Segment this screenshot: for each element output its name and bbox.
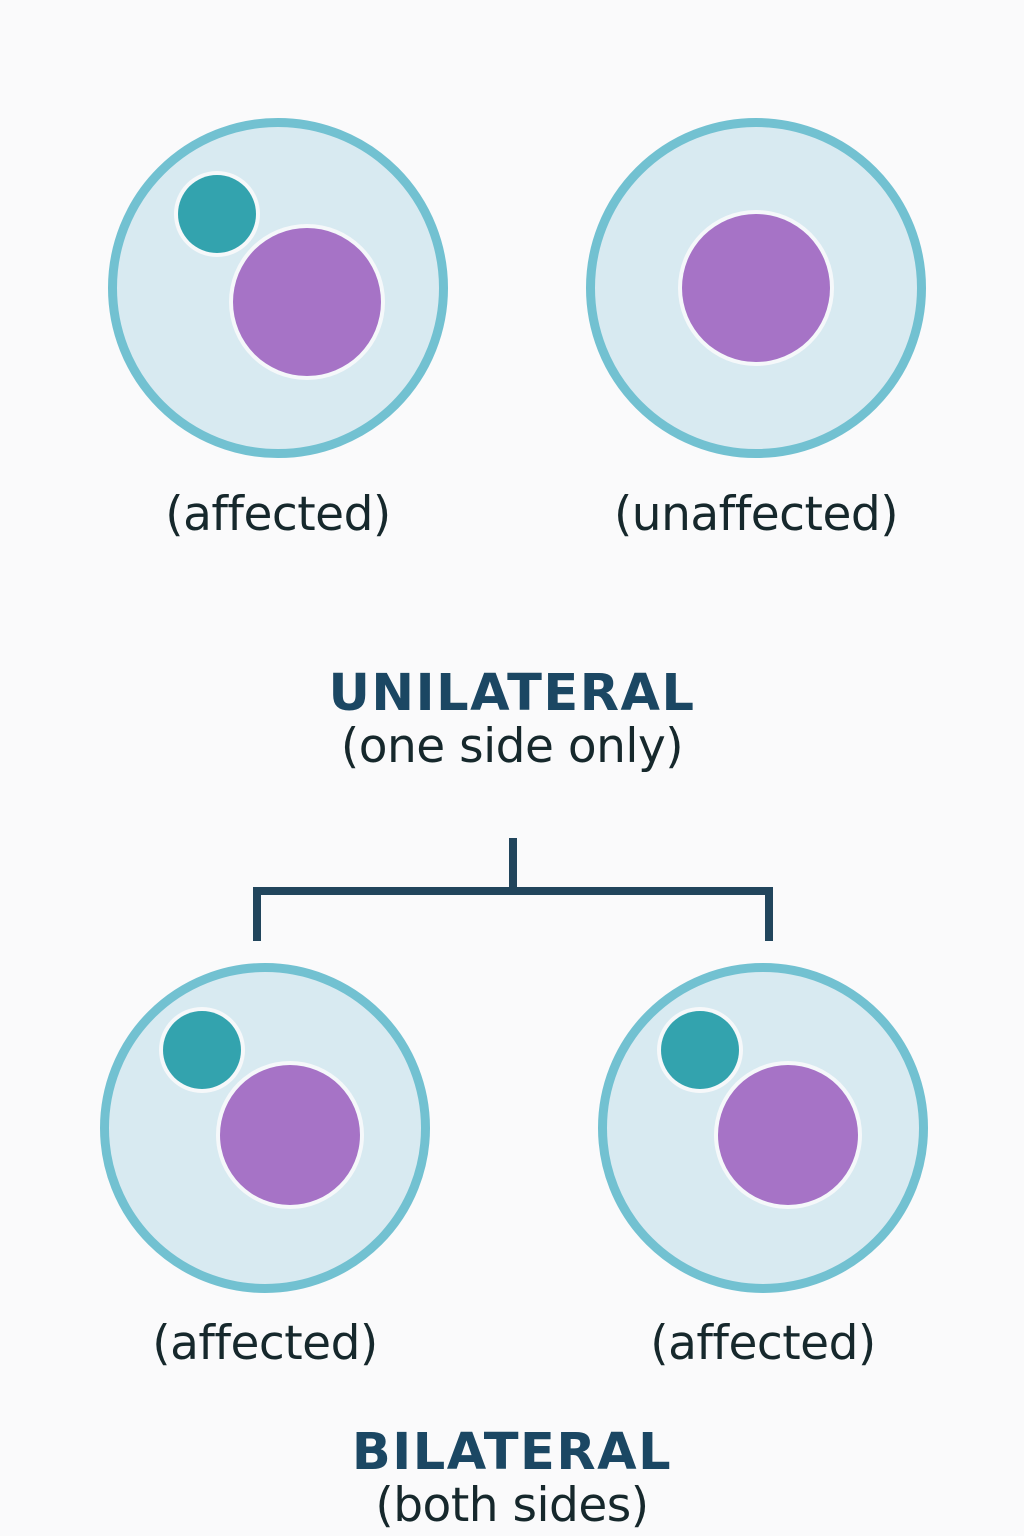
cell-bilateral-right — [598, 963, 928, 1293]
cell-label-bilateral-left: (affected) — [152, 1316, 378, 1371]
cell-bilateral-left — [100, 963, 430, 1293]
unilateral-title: UNILATERAL — [328, 664, 696, 723]
cell-membrane — [108, 118, 448, 458]
lesion-dot-icon — [661, 1011, 739, 1089]
lesion-dot-icon — [163, 1011, 241, 1089]
nucleus-icon — [718, 1065, 858, 1205]
cell-membrane — [598, 963, 928, 1293]
cell-unilateral-left — [108, 118, 448, 458]
cell-label-bilateral-right: (affected) — [650, 1316, 876, 1371]
cell-membrane — [100, 963, 430, 1293]
bilateral-heading-group: BILATERAL (both sides) — [0, 1425, 1024, 1533]
unilateral-subtitle: (one side only) — [340, 719, 684, 775]
unilateral-heading-group: UNILATERAL (one side only) — [0, 666, 1024, 774]
bilateral-title: BILATERAL — [351, 1423, 673, 1482]
lesion-dot-icon — [178, 175, 256, 253]
cell-unilateral-right — [586, 118, 926, 458]
cell-label-unilateral-left: (affected) — [165, 487, 391, 542]
nucleus-icon — [682, 214, 830, 362]
nucleus-icon — [233, 228, 381, 376]
cell-label-unilateral-right: (unaffected) — [613, 487, 899, 542]
nucleus-icon — [220, 1065, 360, 1205]
bilateral-subtitle: (both sides) — [375, 1478, 649, 1534]
